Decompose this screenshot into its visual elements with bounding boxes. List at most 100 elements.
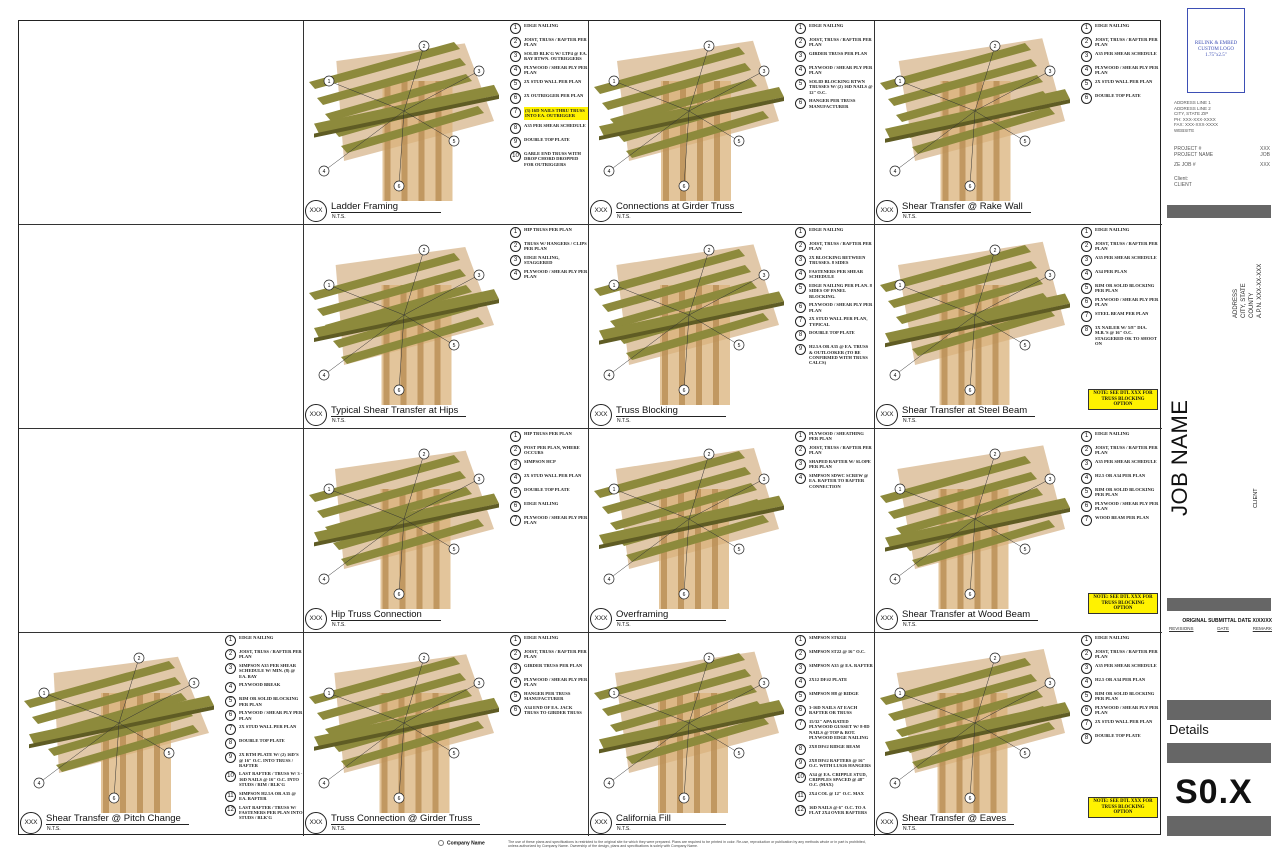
keynote-text: A34 PER PLAN <box>1095 269 1127 274</box>
svg-text:2: 2 <box>423 248 426 254</box>
keynote-number: 3 <box>1081 255 1092 266</box>
keynote-text: JOIST, TRUSS / RAFTER PER PLAN <box>1095 37 1158 48</box>
keynote-text: A34 @ EA. CRIPPLE STUD, CRIPPLES SPACED … <box>809 771 867 788</box>
keynote-text: SOLID BLK'G W/ LTP4 @ EA. BAY BTWN. OUTR… <box>524 51 587 62</box>
detail-title: Shear Transfer @ Eaves <box>902 813 1015 825</box>
keynote-text: HIP TRUSS PER PLAN <box>524 227 572 232</box>
detail-tag: XXX <box>876 200 898 222</box>
site-address-line: COUNTY <box>1249 292 1255 318</box>
svg-text:1: 1 <box>899 487 902 493</box>
detail-scale: N.T.S. <box>617 214 631 220</box>
svg-text:4: 4 <box>608 373 611 379</box>
keynote-text: 3X NAILER W/ 5/8" DIA. M.B.'S @ 16" O.C.… <box>1095 325 1157 347</box>
keynote-text: EDGE NAILING <box>524 23 559 28</box>
company-logo-icon <box>438 840 444 846</box>
keynote-text: 2X BTM PLATE W/ (2) 16D'S @ 16" O.C. INT… <box>239 752 299 769</box>
svg-text:5: 5 <box>1024 547 1027 553</box>
svg-text:4: 4 <box>323 373 326 379</box>
phone: PH: XXX-XXX-XXXX <box>1174 116 1216 122</box>
detail-scale: N.T.S. <box>903 826 917 832</box>
keynote-number: 1 <box>795 431 806 442</box>
keynote-number: 8 <box>795 330 806 342</box>
keynote-number: 6 <box>1081 705 1092 716</box>
blocking-option-note: NOTE: SEE DTL XXX FOR TRUSS BLOCKING OPT… <box>1088 389 1158 410</box>
keynote-item: 7(3) 16D NAILS THRU TRUSS INTO EA. OUTRI… <box>510 107 588 120</box>
svg-text:2: 2 <box>708 44 711 50</box>
keynote-number: 6 <box>1081 93 1092 104</box>
client-vertical-text: CLIENT <box>1253 488 1259 508</box>
keynote-text: 2X BLOCKING BETWEEN TRUSSES. 8 SIDES <box>809 255 866 266</box>
rev-col: REVISIONS <box>1169 626 1194 631</box>
client-label: Client: <box>1174 176 1189 182</box>
site-address-line: CITY, STATE <box>1241 283 1247 318</box>
keynote-text: STEEL BEAM PER PLAN <box>1095 311 1149 316</box>
keynote-text: 2X STUD WALL PER PLAN <box>239 724 297 730</box>
keynote-text: SIMPSON H2.5A OR A35 @ EA. RAFTER <box>239 790 296 802</box>
empty-cell <box>19 429 304 633</box>
detail-title: Shear Transfer at Wood Beam <box>902 609 1039 621</box>
keynote-number: 3 <box>1081 663 1092 674</box>
svg-text:1: 1 <box>899 79 902 85</box>
divider-bar <box>1167 700 1271 720</box>
svg-text:5: 5 <box>453 343 456 349</box>
keynote-text: A35 PER SHEAR SCHEDULE <box>1095 51 1157 56</box>
keynote-text: 2X8 DF#2 RIDGE BEAM <box>809 743 860 749</box>
svg-text:3: 3 <box>1049 681 1052 687</box>
svg-text:4: 4 <box>323 781 326 787</box>
keynote-number: 9 <box>225 752 236 764</box>
keynote-number: 2 <box>1081 445 1092 456</box>
keynote-number: 4 <box>1081 473 1092 484</box>
keynote-number: 4 <box>795 473 806 484</box>
svg-text:2: 2 <box>138 656 141 662</box>
keynote-number: 8 <box>1081 733 1092 744</box>
detail-scale: N.T.S. <box>617 622 631 628</box>
keynote-text: A35 PER SHEAR SCHEDULE <box>1095 663 1157 668</box>
svg-text:3: 3 <box>763 69 766 75</box>
svg-text:2: 2 <box>994 452 997 458</box>
disclaimer: The use of these plans and specification… <box>508 840 866 849</box>
keynote-number: 1 <box>510 431 521 442</box>
fax: FAX: XXX-XXX-XXXX <box>1174 122 1219 127</box>
sheet-title: Details <box>1169 722 1209 737</box>
svg-text:2: 2 <box>994 248 997 254</box>
keynote-text: H2.5A OR A35 @ EA. TRUSS & OUTLOOKER (TO… <box>809 344 869 366</box>
keynote-number: 10 <box>795 771 806 783</box>
keynote-text: JOIST, TRUSS / RAFTER PER PLAN <box>1095 649 1158 660</box>
svg-text:5: 5 <box>1024 343 1027 349</box>
keynote-text: 2X8 DF#2 RAFTERS @ 16" O.C. WITH LUS26 H… <box>809 757 871 769</box>
keynote-number: 7 <box>795 316 806 328</box>
detail-scale: N.T.S. <box>332 622 346 628</box>
keynote-text: LAST RAFTER / TRUSS W/ FASTENERS PER PLA… <box>239 804 303 821</box>
detail-tag: XXX <box>305 404 327 426</box>
detail-tag: XXX <box>876 608 898 630</box>
keynote-number: 6 <box>795 98 806 110</box>
rev-col: DATE <box>1217 626 1229 631</box>
